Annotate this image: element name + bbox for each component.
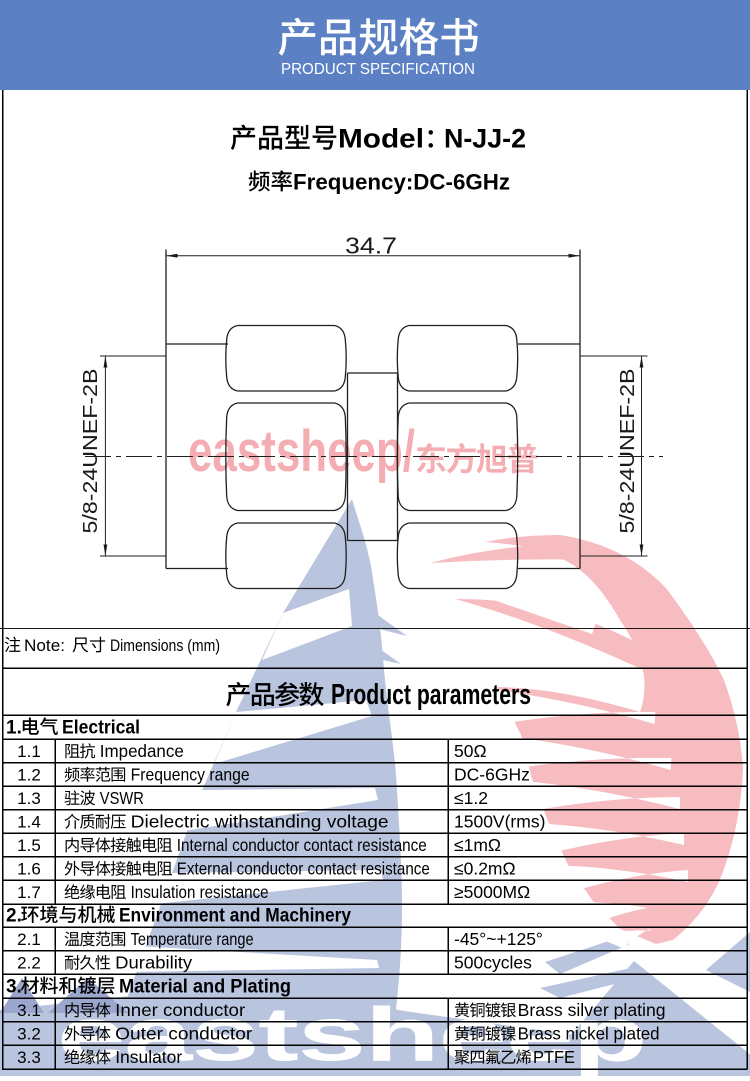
svg-text:1500V(rms): 1500V(rms) [454, 812, 545, 832]
svg-text:Frequency:DC-6GHz: Frequency:DC-6GHz [293, 170, 510, 195]
svg-text:-45°~+125°: -45°~+125° [454, 929, 543, 949]
svg-text:3.3: 3.3 [17, 1048, 41, 1067]
svg-text:Dimensions (mm): Dimensions (mm) [110, 636, 220, 655]
svg-text:Material and Plating: Material and Plating [119, 977, 291, 998]
svg-text:2.1: 2.1 [17, 930, 41, 949]
svg-text:≤0.2mΩ: ≤0.2mΩ [454, 859, 516, 879]
svg-text:Note:: Note: [24, 636, 65, 655]
svg-text:Environment and Machinery: Environment and Machinery [119, 906, 351, 927]
svg-text:Outer conductor: Outer conductor [115, 1024, 252, 1044]
svg-text:PTFE: PTFE [533, 1047, 575, 1067]
svg-text:Inner conductor: Inner conductor [115, 1000, 245, 1020]
svg-text:Brass nickel plated: Brass nickel plated [518, 1024, 660, 1044]
svg-text:Model: Model [338, 124, 424, 154]
svg-text:1.: 1. [6, 718, 22, 739]
svg-text:1.6: 1.6 [17, 860, 41, 879]
svg-text:eastsheep/: eastsheep/ [188, 419, 415, 484]
svg-text:1.3: 1.3 [17, 789, 41, 808]
svg-text:Product parameters: Product parameters [331, 679, 531, 711]
svg-text:≤1mΩ: ≤1mΩ [454, 835, 501, 855]
svg-text:Frequency range: Frequency range [131, 765, 250, 785]
svg-text:VSWR: VSWR [100, 788, 144, 808]
svg-text:3.2: 3.2 [17, 1025, 41, 1044]
svg-text:5/8-24UNEF-2B: 5/8-24UNEF-2B [616, 369, 639, 534]
svg-text:≤1.2: ≤1.2 [454, 788, 488, 808]
svg-text:2.2: 2.2 [17, 954, 41, 973]
svg-text:Dielectric withstanding voltag: Dielectric withstanding voltage [131, 812, 389, 832]
svg-text:Internal conductor contact res: Internal conductor contact resistance [177, 835, 427, 855]
svg-text:1.5: 1.5 [17, 836, 41, 855]
svg-text:N-JJ-2: N-JJ-2 [444, 124, 526, 154]
svg-text:34.7: 34.7 [345, 233, 397, 259]
svg-text:500cycles: 500cycles [454, 953, 532, 973]
svg-text:Temperature range: Temperature range [131, 929, 254, 949]
svg-text:3.1: 3.1 [17, 1001, 41, 1020]
svg-text:3.: 3. [6, 977, 22, 998]
svg-text:PRODUCT SPECIFICATION: PRODUCT SPECIFICATION [281, 61, 475, 78]
svg-text:Insulator: Insulator [115, 1047, 182, 1067]
svg-text:Impedance: Impedance [100, 741, 184, 761]
svg-text:1.4: 1.4 [17, 813, 41, 832]
svg-text:DC-6GHz: DC-6GHz [454, 765, 530, 785]
svg-text:Insulation resistance: Insulation resistance [131, 882, 269, 902]
svg-text:1.2: 1.2 [17, 766, 41, 785]
svg-text:5/8-24UNEF-2B: 5/8-24UNEF-2B [79, 369, 102, 534]
svg-text:1.7: 1.7 [17, 883, 41, 902]
svg-text:Brass silver plating: Brass silver plating [518, 1000, 666, 1020]
svg-text:eastsheep: eastsheep [57, 991, 646, 1076]
svg-text:≥5000MΩ: ≥5000MΩ [454, 882, 530, 902]
svg-text:1.1: 1.1 [17, 742, 41, 761]
svg-text:Durability: Durability [115, 953, 192, 973]
svg-text:50Ω: 50Ω [454, 741, 487, 761]
svg-text:Electrical: Electrical [62, 718, 140, 739]
svg-text:External conductor contact res: External conductor contact resistance [177, 859, 430, 879]
svg-text:2.: 2. [6, 906, 22, 927]
